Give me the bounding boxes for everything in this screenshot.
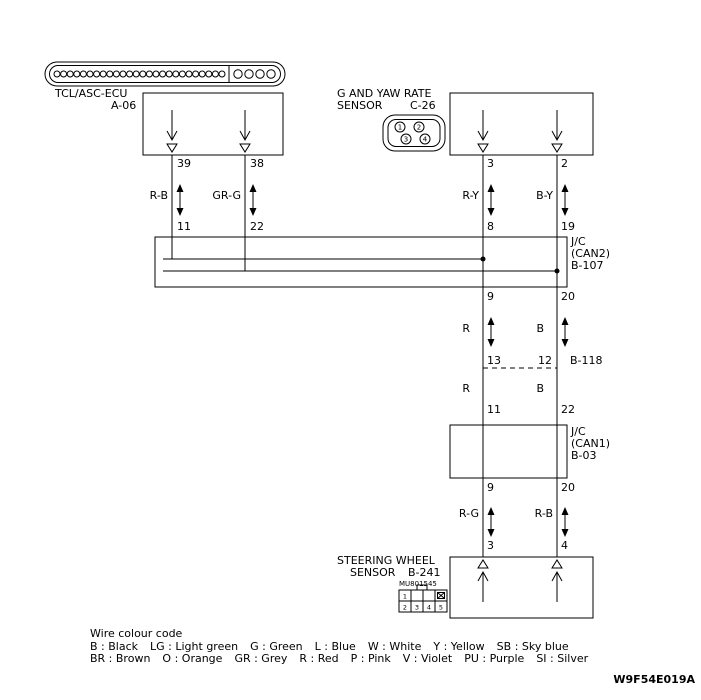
wire-label-b1: B (536, 322, 544, 335)
wire-direction-arrows (176, 184, 569, 537)
sws-icon-pin: 3 (415, 604, 419, 612)
pin-22-can1: 22 (561, 403, 575, 416)
legend-item: LG : Light green (150, 640, 239, 653)
pin-3-yaw: 3 (487, 157, 494, 170)
sws-name-line2: SENSOR (350, 566, 396, 579)
pin-11-can2: 11 (177, 220, 191, 233)
pin-38: 38 (250, 157, 264, 170)
can1-code: B-03 (571, 449, 597, 462)
wire-label-rg: R-G (458, 507, 479, 520)
b118-code: B-118 (570, 354, 603, 367)
legend-item: SB : Sky blue (496, 640, 569, 653)
legend-item: GR : Grey (234, 652, 288, 665)
pin-8-can2: 8 (487, 220, 494, 233)
can1-name: J/C (571, 425, 586, 438)
legend-item: Y : Yellow (433, 640, 485, 653)
sws-icon-pin: 1 (403, 593, 407, 601)
wire-label-ry: R-Y (462, 189, 479, 202)
legend-item: BR : Brown (90, 652, 151, 665)
legend-title: Wire colour code (90, 627, 183, 640)
yaw-name-line1: G AND YAW RATE (337, 87, 432, 100)
junction-dot-1 (480, 256, 486, 262)
legend-item: B : Black (90, 640, 139, 653)
ecu-connector-strip (44, 61, 286, 87)
pin-13-b118: 13 (487, 354, 501, 367)
pin-2-yaw: 2 (561, 157, 568, 170)
yaw-icon-pin: 4 (423, 136, 428, 144)
wire-label-by: B-Y (536, 189, 553, 202)
legend-row-2: BR : Brown O : Orange GR : Grey R : Red … (90, 653, 588, 665)
wire-label-grg: GR-G (212, 189, 241, 202)
legend-item: P : Pink (350, 652, 391, 665)
wire-label-r2: R (462, 382, 470, 395)
can1-sub: (CAN1) (571, 437, 611, 450)
can2-code: B-107 (571, 259, 604, 272)
jc-can1-box (449, 424, 568, 479)
legend-item: SI : Silver (536, 652, 589, 665)
sws-icon-pin: 4 (427, 604, 431, 612)
wire-label-rb-top: R-B (149, 189, 168, 202)
sws-code: B-241 (408, 566, 441, 579)
ecu-code: A-06 (111, 99, 137, 112)
sws-name-line1: STEERING WHEEL (337, 554, 435, 567)
yaw-connector-icon: 1 2 3 4 (382, 114, 446, 152)
legend-item: L : Blue (314, 640, 356, 653)
wire-label-r1: R (462, 322, 470, 335)
sws-part-number: MU801545 (399, 580, 437, 588)
pin-20-can2: 20 (561, 290, 575, 303)
diagram-code: W9F54E019A (613, 673, 695, 686)
jc-can2-box (154, 236, 568, 288)
terminal-symbols-top (166, 110, 563, 153)
steering-connector-icon: 1 2 3 4 5 (398, 584, 448, 613)
yaw-code: C-26 (410, 99, 436, 112)
pin-19-can2: 19 (561, 220, 575, 233)
ecu-box (142, 92, 284, 156)
yaw-icon-pin: 1 (398, 124, 402, 132)
pin-39: 39 (177, 157, 191, 170)
legend-item: V : Violet (402, 652, 453, 665)
legend-row-1: B : Black LG : Light green G : Green L :… (90, 641, 569, 653)
legend-item: PU : Purple (464, 652, 525, 665)
wire-label-b2: B (536, 382, 544, 395)
pin-3-sws: 3 (487, 539, 494, 552)
yaw-icon-pin: 2 (417, 124, 421, 132)
sws-icon-pin: 2 (403, 604, 407, 612)
legend-item: R : Red (299, 652, 339, 665)
wire-label-rb-bot: R-B (534, 507, 553, 520)
yaw-sensor-box (449, 92, 594, 156)
legend-item: G : Green (250, 640, 303, 653)
can2-sub: (CAN2) (571, 247, 611, 260)
pin-20-can1: 20 (561, 481, 575, 494)
steering-sensor-box (449, 556, 594, 619)
legend-item: W : White (367, 640, 422, 653)
pin-9-can2: 9 (487, 290, 494, 303)
legend-item: O : Orange (162, 652, 223, 665)
yaw-icon-pin: 3 (404, 136, 408, 144)
can2-name: J/C (571, 235, 586, 248)
ecu-name: TCL/ASC-ECU (55, 87, 128, 100)
pin-9-can1: 9 (487, 481, 494, 494)
pin-11-can1: 11 (487, 403, 501, 416)
sws-icon-pin: 5 (439, 604, 443, 612)
terminal-symbols-bottom (477, 559, 563, 602)
pin-4-sws: 4 (561, 539, 568, 552)
junction-dot-2 (554, 268, 560, 274)
pin-22-can2: 22 (250, 220, 264, 233)
yaw-name-line2: SENSOR (337, 99, 383, 112)
keyway-icon (437, 592, 445, 599)
pin-12-b118: 12 (538, 354, 552, 367)
